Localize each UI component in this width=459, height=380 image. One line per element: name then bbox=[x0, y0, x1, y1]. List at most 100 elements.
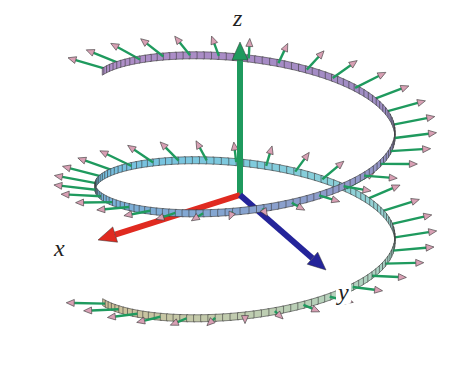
helix-back bbox=[54, 36, 436, 244]
field-arrowhead bbox=[211, 36, 218, 45]
field-arrowhead bbox=[302, 152, 310, 161]
field-arrow bbox=[390, 149, 422, 151]
field-arrow bbox=[163, 213, 175, 217]
field-arrowhead bbox=[426, 115, 435, 122]
field-arrowhead bbox=[409, 160, 417, 167]
field-arrow bbox=[132, 211, 151, 214]
field-arrowhead bbox=[331, 196, 340, 203]
field-arrowhead bbox=[207, 318, 215, 326]
field-arrow bbox=[364, 176, 389, 178]
field-arrowhead bbox=[137, 317, 146, 324]
helix-band bbox=[240, 207, 249, 215]
axis-label: z bbox=[231, 6, 244, 30]
field-arrowhead bbox=[426, 244, 434, 251]
field-arrow bbox=[76, 60, 107, 69]
field-arrow bbox=[344, 186, 364, 189]
field-arrowhead bbox=[156, 214, 165, 221]
field-arrowhead bbox=[428, 130, 436, 137]
field-arrow bbox=[381, 202, 411, 211]
field-arrowhead bbox=[76, 199, 84, 206]
field-arrow bbox=[275, 311, 277, 313]
field-arrowhead bbox=[363, 186, 371, 193]
field-arrowhead bbox=[175, 36, 183, 44]
field-arrow bbox=[235, 150, 236, 162]
field-arrow bbox=[92, 309, 119, 310]
field-arrowhead bbox=[398, 274, 406, 281]
field-arrowhead bbox=[66, 299, 74, 306]
field-arrow bbox=[74, 302, 105, 305]
field-arrow bbox=[70, 168, 102, 176]
field-arrow bbox=[69, 195, 101, 197]
field-arrowhead bbox=[100, 151, 109, 158]
field-arrowhead bbox=[275, 311, 283, 319]
field-arrow bbox=[353, 287, 375, 290]
field-arrowhead bbox=[191, 214, 200, 221]
field-arrowhead bbox=[86, 50, 95, 56]
field-arrowhead bbox=[242, 316, 249, 324]
helix-front bbox=[54, 130, 437, 325]
field-arrowhead bbox=[170, 319, 179, 325]
field-arrowhead bbox=[196, 141, 203, 150]
field-arrowhead bbox=[389, 174, 397, 181]
axes bbox=[98, 42, 326, 270]
field-arrowhead bbox=[54, 173, 62, 180]
field-arrow bbox=[366, 188, 392, 199]
field-arrow bbox=[355, 76, 379, 88]
field-arrow bbox=[62, 177, 96, 183]
field-arrow bbox=[319, 195, 332, 199]
x-axis-head bbox=[98, 227, 118, 242]
field-arrowhead bbox=[296, 203, 305, 210]
z-axis-head bbox=[232, 42, 248, 60]
field-arrowhead bbox=[411, 198, 420, 205]
field-arrowhead bbox=[374, 286, 382, 293]
field-arrowhead bbox=[61, 191, 69, 198]
field-arrowhead bbox=[78, 157, 87, 164]
field-arrowhead bbox=[124, 211, 133, 218]
field-arrowhead bbox=[391, 185, 400, 191]
field-arrowhead bbox=[54, 182, 62, 189]
field-arrow bbox=[115, 314, 137, 317]
field-arrowhead bbox=[62, 165, 71, 172]
field-arrow bbox=[391, 217, 424, 224]
field-arrowhead bbox=[141, 39, 149, 47]
y-axis-head bbox=[307, 252, 326, 270]
y-axis bbox=[240, 195, 312, 258]
axis-label: y bbox=[336, 280, 351, 304]
field-arrow bbox=[248, 46, 251, 58]
field-arrowhead bbox=[68, 57, 77, 64]
field-arrow bbox=[278, 51, 284, 63]
field-arrowhead bbox=[84, 307, 92, 314]
field-arrowhead bbox=[423, 213, 432, 220]
field-arrow bbox=[84, 201, 113, 204]
field-arrow bbox=[144, 317, 160, 321]
field-arrowhead bbox=[422, 146, 430, 153]
field-arrow bbox=[198, 213, 203, 216]
field-arrowhead bbox=[111, 43, 120, 50]
field-arrowhead bbox=[349, 61, 358, 68]
field-arrow bbox=[266, 154, 270, 166]
field-arrow bbox=[322, 166, 337, 179]
field-arrow bbox=[200, 148, 207, 161]
field-arrow bbox=[385, 262, 416, 265]
field-arrowhead bbox=[400, 85, 409, 92]
field-arrow bbox=[214, 44, 219, 56]
field-arrow bbox=[393, 248, 426, 251]
axis-label: x bbox=[52, 236, 67, 260]
field-arrow bbox=[105, 207, 129, 209]
field-arrow bbox=[178, 318, 187, 322]
field-arrow bbox=[395, 232, 429, 237]
field-arrowhead bbox=[428, 229, 436, 236]
field-arrowhead bbox=[311, 305, 320, 311]
field-arrow bbox=[295, 159, 304, 172]
field-arrowhead bbox=[246, 38, 253, 46]
field-arrowhead bbox=[281, 43, 288, 52]
field-arrow bbox=[395, 134, 429, 138]
field-arrowhead bbox=[107, 313, 115, 320]
field-arrowhead bbox=[377, 72, 386, 79]
field-arrow bbox=[118, 47, 140, 59]
field-arrowhead bbox=[335, 161, 343, 169]
field-arrow bbox=[62, 186, 96, 190]
field-arrowhead bbox=[229, 211, 235, 220]
